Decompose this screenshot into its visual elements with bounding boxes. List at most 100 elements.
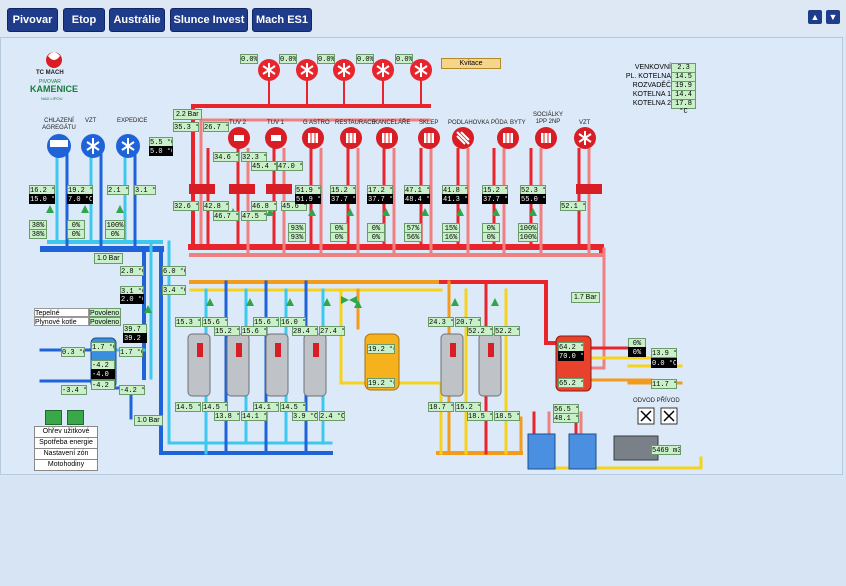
vzt-left-temp2: 7.0 °C — [67, 194, 93, 204]
ambient-label: VENKOVNÍ — [634, 64, 671, 71]
c3-temp2: 46.8 °C — [251, 201, 277, 211]
acc-temp: 28.4 °C — [292, 326, 318, 336]
logo-line1: TC MACH — [36, 70, 64, 76]
pressure-bottom: 1.0 Bar — [134, 415, 163, 426]
mix-temp7: 39.2 °C — [123, 333, 147, 343]
fan1-value: 0.0% — [240, 54, 258, 64]
ambient-value: 17.8 °C — [671, 99, 696, 116]
edit-icon[interactable] — [45, 410, 62, 425]
right-temp2: 0.0 °C — [651, 358, 677, 368]
acc-bottom-temp: 13.8 °C — [214, 411, 240, 421]
circuit-label-vzt: VZT — [579, 120, 591, 126]
tab-etop[interactable]: Etop — [63, 8, 105, 32]
temp-top-supply: 35.3 °C — [173, 122, 199, 132]
vzt-left-valve2: 0% — [67, 229, 85, 239]
acc-temp: 15.6 °C — [241, 326, 267, 336]
temp-top-return: 26.7 °C — [203, 122, 229, 132]
byty-temp2: 55.0 °C — [520, 194, 546, 204]
menu-motohodiny[interactable]: Motohodiny — [34, 459, 98, 471]
gas-meter: 5469 m3 — [651, 445, 681, 455]
acc-temp: 27.4 °C — [319, 326, 345, 336]
tab-slunce-invest[interactable]: Slunce Invest — [170, 8, 248, 32]
boiler-out-temp2: 48.1 °C — [553, 413, 579, 423]
pressure-right: 1.7 Bar — [571, 292, 600, 303]
chart-icon[interactable] — [67, 410, 84, 425]
expedice-valve2: 0% — [105, 229, 125, 239]
right-temp1: 13.9 °C — [651, 348, 677, 358]
hp-temp3: -4.0 °C — [91, 369, 115, 379]
fan5-value: 0.0% — [395, 54, 413, 64]
tab-mach-es1[interactable]: Mach ES1 — [252, 8, 312, 32]
status-table: Tepelné čerpadlo Povoleno Plynové kotle … — [34, 308, 121, 326]
status-value: Povoleno — [89, 308, 121, 317]
label-chlazeni: CHLAZENÍ AGREGÁTU — [42, 118, 76, 131]
hp-in2-temp: -3.4 °C — [61, 385, 87, 395]
sklep-valve2: 56% — [404, 232, 422, 242]
hw-temp: 52.2 °C — [467, 326, 493, 336]
tuv2-temp3: 42.8 °C — [203, 201, 229, 211]
circuit-label-puda: PŮDA — [491, 120, 508, 126]
hp-in-temp: 0.3 °C — [61, 347, 85, 357]
acc-bottom-temp: 14.5 °C — [175, 402, 201, 412]
gastro-temp2: 51.9 °C — [295, 194, 321, 204]
acc-bottom-temp: 2.4 °C — [319, 411, 345, 421]
acc-temp: 15.3 °C — [175, 317, 201, 327]
hp-temp1: 1.7 °C — [91, 342, 115, 352]
hw-bottom-temp: 18.5 °C — [467, 411, 493, 421]
c3-temp3: 47.0 °C — [277, 161, 303, 171]
chlazeni-temp2: 15.0 °C — [29, 194, 55, 204]
boiler-temp2: 70.0 °C — [558, 351, 584, 361]
top-navigation: Pivovar Etop Austrálie Slunce Invest Mac… — [0, 0, 846, 36]
acc-bottom-temp: 3.9 °C — [292, 411, 318, 421]
circuit-label-tuv2: TUV 2 — [229, 120, 247, 126]
gastro-valve2: 93% — [288, 232, 306, 242]
vzt-right-temp: 52.1 °C — [560, 201, 586, 211]
chlazeni-valve2: 38% — [29, 229, 47, 239]
tab-pivovar[interactable]: Pivovar — [7, 8, 58, 32]
caret-down-icon[interactable]: ▼ — [826, 10, 840, 24]
restaurace-temp2: 37.7 °C — [330, 194, 356, 204]
kvitace-button[interactable]: Kvitace — [441, 58, 501, 69]
hw-temp: 24.3 °C — [428, 317, 454, 327]
tuv1-temp3: 47.5 °C — [241, 211, 267, 221]
ambient-label: PL. KOTELNA — [625, 73, 671, 80]
mix-temp3: 3.4 °C — [162, 285, 186, 295]
lower-area — [0, 476, 846, 586]
logo-line4: NAD LIPOU — [41, 96, 63, 101]
acc-bottom-temp: 14.1 °C — [253, 402, 279, 412]
kancelare-temp2: 37.7 °C — [367, 194, 393, 204]
hp-out2-temp: -4.2 °C — [119, 385, 145, 395]
fan4-value: 0.0% — [356, 54, 374, 64]
heating-scheme-diagram — [39, 52, 703, 470]
expedice-temp4: 5.0 °C — [149, 146, 173, 156]
acc-temp: 15.2 °C — [214, 326, 240, 336]
circuit-label-tuv1: TUV 1 — [267, 120, 285, 126]
caret-up-icon[interactable]: ▲ — [808, 10, 822, 24]
solar-tank-temp2: 19.2 °C — [367, 378, 395, 388]
circuit-label-podlahovka: PODLAHOVKA — [448, 120, 490, 126]
tab-australie[interactable]: Austrálie — [109, 8, 165, 32]
mix-temp1: 2.8 °C — [120, 266, 144, 276]
pressure-top: 2.2 Bar — [173, 109, 202, 120]
hp-out-temp: 1.7 °C — [119, 347, 143, 357]
tuv2-temp1: 34.6 °C — [213, 152, 239, 162]
status-value: Povoleno — [89, 317, 121, 326]
mix-temp2: 6.0 °C — [162, 266, 186, 276]
right-valve2: 0% — [628, 347, 646, 357]
gastro-temp3: 45.6 °C — [281, 201, 307, 211]
vent-label: ODVOD PŘÍVOD — [633, 398, 680, 404]
c3-temp1: 45.4 °C — [251, 161, 277, 171]
boiler-temp3: 65.2 °C — [558, 378, 584, 388]
ambient-label: ROZVADĚČ — [632, 82, 671, 89]
puda-temp2: 37.7 °C — [482, 194, 508, 204]
fan3-value: 0.0% — [317, 54, 335, 64]
ambient-label: KOTELNA 2 — [632, 100, 671, 107]
ambient-label: KOTELNA 1 — [632, 91, 671, 98]
expedice-temp1: 2.1 °C — [107, 185, 129, 195]
fan2-value: 0.0% — [279, 54, 297, 64]
kancelare-valve2: 0% — [367, 232, 385, 242]
status-label: Tepelné čerpadlo — [34, 308, 89, 326]
